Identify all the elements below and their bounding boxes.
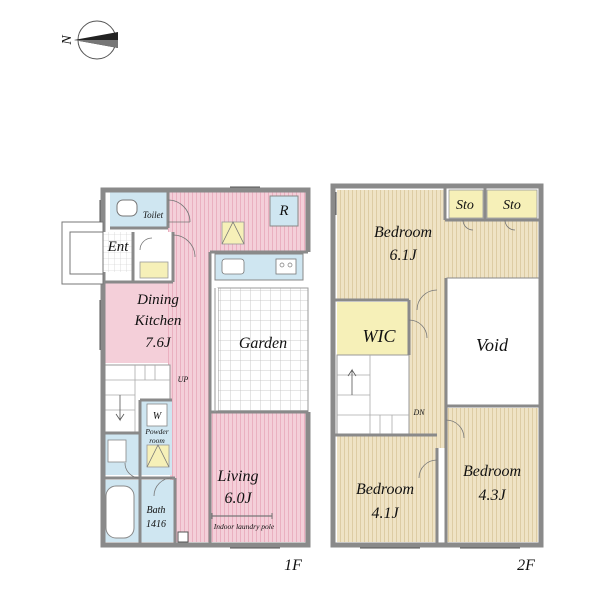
void-label: Void bbox=[476, 335, 509, 355]
powder-room-label-line1: Powder bbox=[144, 427, 168, 436]
compass: N bbox=[60, 20, 118, 60]
living-floor bbox=[210, 412, 308, 542]
bedroom-north-label: Bedroom bbox=[374, 224, 432, 241]
laundry-pole-label: Indoor laundry pole bbox=[213, 522, 275, 531]
bath-label: Bath bbox=[147, 505, 166, 516]
bedroom-north-floor bbox=[337, 190, 445, 300]
washbasin-icon bbox=[107, 439, 127, 463]
bedroom-southeast-floor bbox=[446, 408, 538, 542]
bedroom-southwest-size: 4.1J bbox=[371, 505, 399, 522]
garden-label: Garden bbox=[239, 335, 287, 352]
storage-2 bbox=[486, 189, 538, 219]
floor1-walls bbox=[100, 187, 311, 548]
floor2-label: 2F bbox=[517, 557, 535, 574]
dining-kitchen-size: 7.6J bbox=[145, 335, 172, 351]
sink-icon bbox=[221, 258, 245, 275]
compass-north-label: N bbox=[60, 35, 75, 46]
wic-label: WIC bbox=[363, 326, 397, 346]
living-label: Living bbox=[217, 468, 259, 485]
bedroom-north-size: 6.1J bbox=[389, 247, 417, 264]
refrigerator bbox=[269, 195, 299, 227]
toilet-bowl-icon bbox=[116, 199, 138, 217]
bedroom-southwest-label: Bedroom bbox=[356, 481, 414, 498]
floor1-label: 1F bbox=[284, 557, 302, 574]
washer-box bbox=[146, 403, 168, 427]
washer-label: W bbox=[153, 411, 163, 422]
stove-icon bbox=[275, 258, 297, 275]
bath-size: 1416 bbox=[146, 519, 166, 530]
living-size: 6.0J bbox=[224, 490, 252, 507]
bathtub-icon bbox=[105, 485, 135, 539]
dining-kitchen-label-line1: Dining bbox=[136, 292, 179, 308]
bedroom-southeast-label: Bedroom bbox=[463, 463, 521, 480]
stairs-down-label: DN bbox=[412, 408, 425, 417]
void-area bbox=[446, 277, 540, 407]
dining-kitchen-label-line2: Kitchen bbox=[134, 313, 182, 329]
storage-2-label: Sto bbox=[503, 198, 521, 213]
toilet-label: Toilet bbox=[143, 210, 164, 220]
stairs-up-label: UP bbox=[178, 375, 189, 384]
floor2-plan: Sto Sto Bedroom 6.1J WIC Void DN Bedroom… bbox=[330, 183, 544, 574]
storage-1 bbox=[448, 189, 484, 219]
floor1-plan: Toilet Ent R Dining Kitchen 7.6J Garden … bbox=[61, 186, 311, 574]
refrigerator-label: R bbox=[278, 203, 288, 219]
bedroom-southwest-floor bbox=[337, 436, 437, 542]
powder-room-label-line2: room bbox=[149, 436, 165, 445]
storage-1-label: Sto bbox=[456, 198, 474, 213]
entrance-floor bbox=[103, 232, 133, 272]
bedroom-southeast-size: 4.3J bbox=[478, 487, 506, 504]
entrance-label: Ent bbox=[107, 239, 130, 255]
